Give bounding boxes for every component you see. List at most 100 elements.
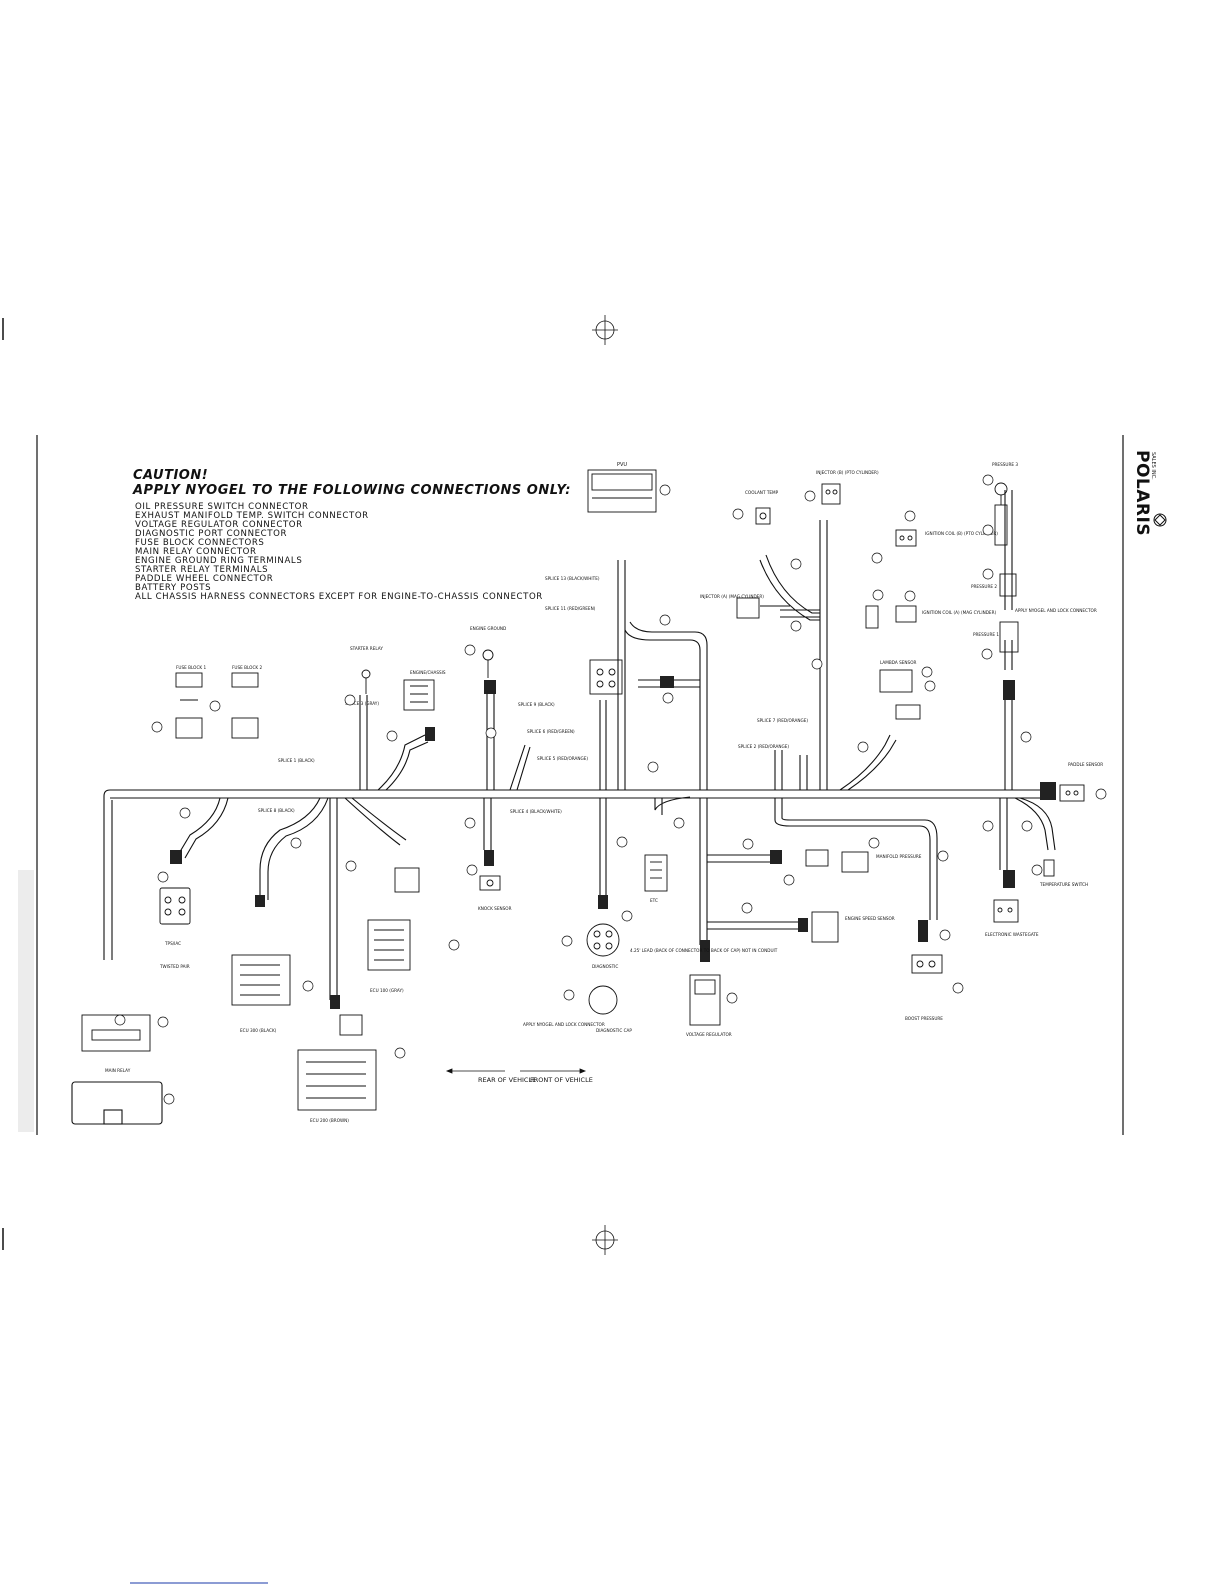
main-relay-label: MAIN RELAY [105,1068,131,1073]
paddle-sensor-label: PADDLE SENSOR [1068,762,1103,767]
polaris-emblem [1153,513,1167,527]
component-pto-connector [589,659,623,695]
component-etc [644,854,668,892]
component-engine-speed-sensor [811,911,839,943]
component-pressure-2 [999,573,1017,597]
brand-logo: POLARIS [1132,450,1152,537]
component-manifold-pressure [805,849,869,873]
etc-label: ETC [650,898,658,903]
front-of-vehicle-label: FRONT OF VEHICLE [530,1076,593,1084]
caution-item: BATTERY POSTS [135,583,212,593]
manifold-pressure-label: MANIFOLD PRESSURE [876,854,922,859]
component-ecu-300 [231,954,291,1006]
apply-nyogel-lock-diag: APPLY NYOGEL AND LOCK CONNECTOR [523,1022,605,1027]
component-injector-a [736,597,790,619]
registration-mark-top [592,315,618,345]
splice-2-label: SPLICE 2 (RED/ORANGE) [738,744,789,749]
ecu-200-label: ECU 200 (BROWN) [310,1118,349,1123]
injector-b-label: INJECTOR (B) (PTO CYLINDER) [816,470,879,475]
component-engine-chassis [403,679,435,711]
splice-5-label: SPLICE 5 (RED/ORANGE) [537,756,588,761]
engine-ground-label: ENGINE GROUND [470,626,506,631]
callout-bubbles [114,474,1107,1105]
caution-item: ALL CHASSIS HARNESS CONNECTORS EXCEPT FO… [135,592,543,602]
diagnostic-label: DIAGNOSTIC [592,964,618,969]
caution-item: OIL PRESSURE SWITCH CONNECTOR [135,502,309,512]
caution-item: MAIN RELAY CONNECTOR [135,547,257,557]
component-pvu [587,469,657,513]
caution-item: DIAGNOSTIC PORT CONNECTOR [135,529,288,539]
lead-note: 4.25' LEAD (BACK OF CONNECTOR TO BACK OF… [630,948,778,953]
component-injector-b [821,483,841,505]
ignition-b-label: IGNITION COIL (B) (PTO CYLINDER) [925,531,998,536]
splice-11-label: SPLICE 11 (RED/GREEN) [545,606,596,611]
rear-of-vehicle-label: REAR OF VEHICLE [478,1076,536,1084]
caution-item: VOLTAGE REGULATOR CONNECTOR [135,520,303,530]
caution-item: PADDLE WHEEL CONNECTOR [135,574,274,584]
diagnostic-cap-label: DIAGNOSTIC CAP [596,1028,632,1033]
engine-chassis-label: ENGINE/CHASSIS [410,670,446,675]
component-ecu-200 [297,1014,377,1111]
injector-a-label: INJECTOR (A) (MAG CYLINDER) [700,594,764,599]
component-ignition-coil-b [895,529,917,547]
component-pressure-1 [999,621,1019,653]
component-pressure-3 [994,482,1008,546]
starter-relay-label: STARTER RELAY [350,646,383,651]
conduit-sleeves [170,676,1056,1009]
splice-7-label: SPLICE 7 (RED/ORANGE) [757,718,808,723]
knock-sensor-label: KNOCK SENSOR [478,906,512,911]
splice-3-label: SPLICE 3 (GRAY) [345,701,379,706]
splice-labels: SPLICE 13 (BLACK/WHITE) SPLICE 11 (RED/G… [258,576,808,814]
component-paddle-sensor [1059,784,1085,802]
component-fuse-block-1 [175,672,203,739]
pvu-label: PVU [617,462,627,468]
electronic-wastegate-label: ELECTRONIC WASTEGATE [985,932,1039,937]
boost-pressure-label: BOOST PRESSURE [905,1016,943,1021]
caution-title: CAUTION! APPLY NYOGEL TO THE FOLLOWING C… [133,468,571,498]
pressure-3-label: PRESSURE 3 [992,462,1018,467]
caution-item: STARTER RELAY TERMINALS [135,565,269,575]
coolant-temp-label: COOLANT TEMP [745,490,779,495]
pressure-2-label: PRESSURE 2 [971,584,997,589]
voltage-regulator-label: VOLTAGE REGULATOR [686,1032,732,1037]
component-battery-box [71,1081,163,1125]
component-ecu-100 [367,867,420,971]
component-starter-relay [361,669,371,694]
apply-nyogel-lock-label: APPLY NYOGEL AND LOCK CONNECTOR [1015,608,1097,613]
margin-bar [18,870,34,1132]
caution-heading: CAUTION! [133,468,209,483]
twisted-pair-label: TWISTED PAIR [159,964,190,969]
component-knock-sensor [479,875,501,891]
caution-item: EXHAUST MANIFOLD TEMP. SWITCH CONNECTOR [135,511,369,521]
component-voltage-regulator [689,974,721,1026]
fuse-block-1-label: FUSE BLOCK 1 [176,665,206,670]
direction-indicator [445,1068,587,1074]
component-lambda-sensor [879,669,921,720]
caution-subtitle: APPLY NYOGEL TO THE FOLLOWING CONNECTION… [133,483,571,498]
component-diagnostic [586,923,620,1015]
ecu-100-label: ECU 100 (GRAY) [370,988,404,993]
splice-13-label: SPLICE 13 (BLACK/WHITE) [545,576,600,581]
splice-8-label: SPLICE 8 (BLACK) [258,808,295,813]
lambda-sensor-label: LAMBDA SENSOR [880,660,917,665]
ignition-a-label: IGNITION COIL (A) (MAG CYLINDER) [922,610,996,615]
component-main-relay [81,1014,151,1052]
temperature-switch-label: TEMPERATURE SWITCH [1039,882,1088,887]
splice-9-label: SPLICE 9 (BLACK) [518,702,555,707]
component-boost-pressure [911,954,943,974]
tps-iac-label: TPS/IAC [164,941,181,946]
brand-sub: SALES INC. [1150,452,1156,480]
splice-4-label: SPLICE 4 (BLACK/WHITE) [510,809,562,814]
component-temperature-switch [1043,859,1055,877]
fuse-block-2-label: FUSE BLOCK 2 [232,665,262,670]
splice-6-label: SPLICE 6 (RED/GREEN) [527,729,575,734]
main-harness-trunk [103,490,1056,1000]
component-engine-ground [482,649,494,678]
pressure-1-label: PRESSURE 1 [973,632,999,637]
registration-mark-bottom [592,1225,618,1255]
component-fuse-block-2 [231,672,259,739]
splice-1-label: SPLICE 1 (BLACK) [278,758,315,763]
component-ignition-coil-a [865,605,917,629]
